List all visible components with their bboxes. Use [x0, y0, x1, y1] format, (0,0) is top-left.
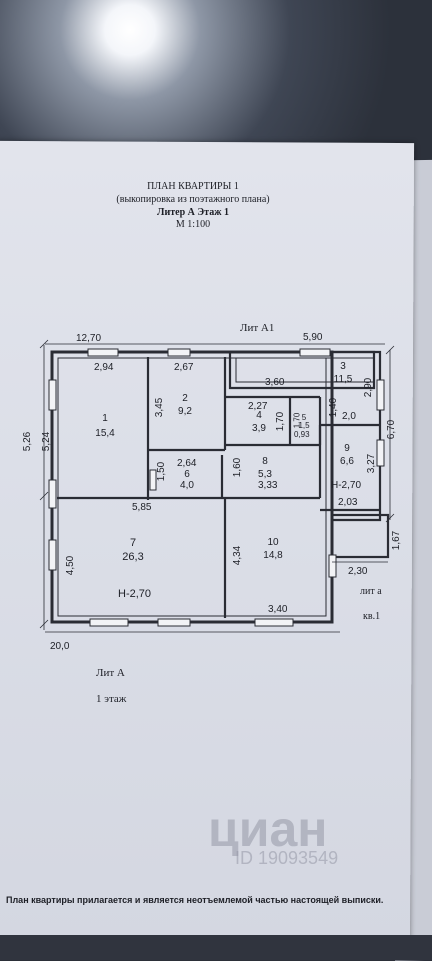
window: [89, 618, 129, 627]
window: [87, 348, 119, 357]
lit-a-label: Лит А: [96, 667, 125, 679]
sun-glare-background: [0, 0, 432, 160]
dim-room6-w: 2,64: [177, 458, 197, 469]
window: [376, 439, 385, 467]
dim-tick: [39, 339, 49, 349]
dim-left-outer: 5,26: [22, 431, 34, 452]
watermark-brand: циан: [208, 801, 328, 857]
dim-room9-bottom: 2,03: [338, 497, 358, 508]
room-2-area: 9,2: [178, 406, 192, 417]
dim-room4-w: 2,27: [248, 401, 268, 412]
dim-room9-h: 3,27: [366, 453, 378, 474]
room-4-area: 3,9: [252, 423, 266, 434]
dim-room3-h: 2,90: [363, 377, 375, 398]
dim-room3-side: 1,40: [328, 397, 340, 418]
room-8-area: 5,3: [258, 469, 272, 480]
dim-room8-h: 1,60: [232, 457, 244, 478]
window: [254, 618, 294, 627]
dim-room1-top: 2,94: [94, 362, 114, 373]
height-side-label: Н-2,70: [331, 480, 362, 491]
room-1-number: 1: [102, 413, 108, 424]
plan-liter-floor: Литер А Этаж 1: [157, 207, 229, 218]
room-7-number: 7: [129, 537, 137, 549]
window: [328, 554, 337, 578]
dim-left-inner: 5,24: [41, 431, 53, 452]
dim-room10-h: 4,34: [232, 545, 244, 566]
dim-tick: [39, 619, 49, 629]
floor-label: 1 этаж: [96, 693, 127, 705]
apartment-label: кв.1: [363, 611, 381, 622]
window: [299, 348, 331, 357]
window: [48, 479, 57, 509]
room-10-number: 10: [267, 537, 279, 548]
lit-a1-label: Лит А1: [240, 322, 275, 334]
dim-side-h: 1,67: [391, 530, 403, 551]
room-9-area: 6,6: [340, 456, 354, 467]
dim-right-outer: 6,70: [386, 419, 398, 440]
watermark-id: ID 19093549: [235, 848, 339, 868]
room-7-area: 26,3: [122, 551, 144, 563]
plan-scale: М 1:100: [175, 219, 211, 230]
dim-side-w: 2,30: [348, 566, 368, 577]
room-10-area: 14,8: [263, 550, 283, 561]
dim-bottom-total: 20,0: [50, 641, 70, 652]
dim-top-right: 5,90: [303, 332, 323, 343]
dim-room8-w: 3,33: [258, 480, 278, 491]
window: [149, 469, 157, 491]
window: [48, 539, 57, 571]
plan-title: ПЛАН КВАРТИРЫ 1: [147, 181, 239, 192]
plan-subtitle: (выкопировка из поэтажного плана): [116, 194, 270, 205]
room-2-number: 2: [182, 393, 188, 404]
dim-room7-h: 4,50: [65, 555, 77, 576]
height-main-label: Н-2,70: [118, 588, 152, 600]
room-9-number: 9: [344, 443, 350, 454]
dim-tick: [385, 345, 395, 355]
dim-room10-w: 3,40: [268, 604, 288, 615]
room-3-area: 11,5: [333, 374, 353, 385]
window: [167, 348, 191, 357]
dim-tick: [39, 491, 49, 501]
dim-room6-h: 1,50: [156, 461, 168, 482]
side-room-wall: [330, 513, 390, 559]
dim-room2-top: 2,67: [174, 362, 194, 373]
extension-wall-inner: [235, 357, 375, 383]
footer-note: План квартиры прилагается и является нео…: [6, 895, 384, 905]
outer-wall-inner: [57, 357, 327, 617]
dim-room2-side: 3,45: [154, 397, 166, 418]
dim-room7-w: 5,85: [132, 502, 152, 513]
room-4-number: 4: [256, 410, 262, 421]
room-5-area: 1,5: [298, 421, 310, 430]
room-6-number: 6: [184, 469, 190, 480]
window: [376, 379, 385, 411]
dim-top-total: 12,70: [76, 333, 102, 344]
window: [157, 618, 191, 627]
lit-a-small-label: лит а: [360, 586, 382, 597]
dim-room4-h: 1,70: [275, 411, 287, 432]
room-3-number: 3: [340, 361, 346, 372]
window: [48, 379, 57, 411]
room-5-number: 5: [301, 413, 307, 422]
room-6-area: 4,0: [180, 480, 194, 491]
room-8-number: 8: [262, 456, 268, 467]
dim-room5-w: 0,93: [294, 430, 310, 439]
dim-room9-w: 2,0: [342, 411, 356, 422]
table-surface: [0, 935, 432, 960]
dim-tick: [385, 513, 395, 523]
room-1-area: 15,4: [95, 428, 115, 439]
dim-room3-w: 3,60: [265, 377, 285, 388]
